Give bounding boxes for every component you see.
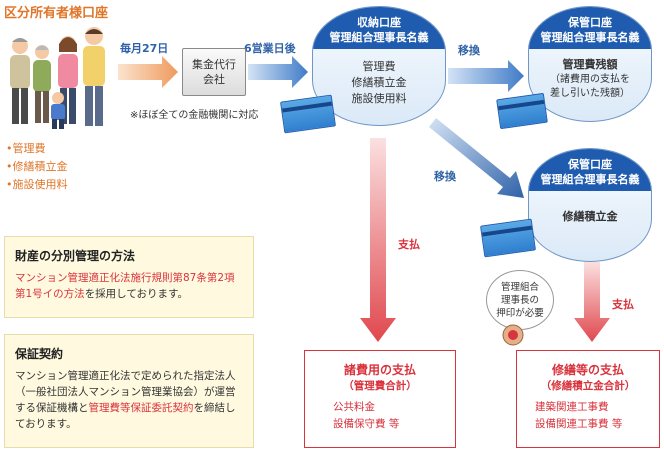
guarantee-head: マンション管理適正化法で定められた指定法人（一般社団法人マンション管理業協会）が… (15, 370, 236, 414)
owner-items-list: 管理費 修繕積立金 施設使用料 (6, 140, 68, 194)
repair-item: 設備関連工事費 等 (535, 418, 623, 430)
collection-account-subtitle: 管理組合理事長名義 (329, 31, 429, 44)
family-illustration (10, 27, 105, 129)
custody-account-1-note: （諸費用の支払を (550, 74, 630, 85)
seal-stamp-icon (502, 324, 524, 346)
custody-account-1-main: 管理費残額 (562, 58, 618, 71)
segregation-highlight: マンション管理適正化法施行規則第87条第2項第1号イの方法 (15, 272, 235, 300)
seal-required-bubble: 管理組合 理事長の 押印が必要 (486, 270, 554, 330)
segregation-tail: を採用しております。 (84, 288, 189, 300)
collection-account-items: 管理費 修繕積立金 施設使用料 (313, 49, 445, 107)
grandfather-figure (10, 38, 30, 124)
arrow-collection-to-custody2 (429, 118, 524, 198)
transfer-label-2: 移換 (434, 170, 456, 183)
segregation-title: 財産の分別管理の方法 (15, 249, 136, 263)
owner-item: 修繕積立金 (6, 158, 68, 176)
repair-payment-subtitle: （修繕積立金合計） (540, 380, 636, 392)
guarantee-tail: を締結しております。 (15, 402, 236, 430)
seal-required-text: 管理組合 理事長の 押印が必要 (496, 281, 544, 319)
pay-label-expense: 支払 (398, 238, 420, 251)
arrow-agent-to-collection (248, 56, 308, 88)
expense-payment-subtitle: （管理費合計） (343, 380, 417, 392)
agent-note: ※ほぼ全ての金融機関に対応 (130, 110, 259, 121)
guarantee-highlight: 管理費等保証委託契約 (88, 402, 194, 414)
expense-payment-title: 諸費用の支払 (343, 363, 416, 377)
custody-account-2-title: 保管口座 (568, 158, 612, 171)
monthly-label: 毎月27日 (120, 42, 169, 55)
transfer-label-1: 移換 (458, 44, 480, 57)
collection-item: 修繕積立金 (351, 76, 407, 89)
grandmother-figure (33, 45, 51, 123)
custody-account-1-body: 管理費残額 （諸費用の支払を 差し引いた残額） (529, 49, 651, 101)
segregation-text: マンション管理適正化法施行規則第87条第2項第1号イの方法を採用しております。 (15, 270, 245, 302)
expense-payment-items: 公共料金 設備保守費 等 (333, 399, 455, 433)
expense-payment-box: 諸費用の支払 （管理費合計） 公共料金 設備保守費 等 (304, 350, 456, 448)
owner-item: 管理費 (6, 140, 68, 158)
custody-account-2-main: 修繕積立金 (562, 210, 618, 223)
father-figure (83, 27, 105, 126)
collection-account-title: 収納口座 (357, 16, 401, 29)
arrow-collection-to-custody1 (448, 60, 524, 92)
custody-account-1-oval: 保管口座 管理組合理事長名義 管理費残額 （諸費用の支払を 差し引いた残額） (528, 6, 652, 122)
pay-label-repair: 支払 (612, 298, 634, 311)
collection-agent-box: 集金代行 会社 (182, 48, 246, 96)
owner-item: 施設使用料 (6, 176, 68, 194)
guarantee-info-box: 保証契約 マンション管理適正化法で定められた指定法人（一般社団法人マンション管理… (4, 334, 254, 448)
collection-item: 施設使用料 (351, 92, 407, 105)
repair-payment-box: 修繕等の支払 （修繕積立金合計） 建築関連工事費 設備関連工事費 等 (516, 350, 660, 448)
repair-item: 建築関連工事費 (535, 401, 609, 413)
expense-item: 設備保守費 等 (333, 418, 400, 430)
collection-agent-label: 集金代行 会社 (192, 58, 236, 86)
owner-account-title: 区分所有者様口座 (4, 6, 109, 21)
days-later-label: 6営業日後 (244, 42, 296, 55)
custody-account-2-subtitle: 管理組合理事長名義 (540, 173, 640, 186)
custody-account-2-oval: 保管口座 管理組合理事長名義 修繕積立金 (528, 148, 652, 262)
child-figure (51, 92, 65, 129)
custody-account-1-note: 差し引いた残額） (550, 88, 630, 99)
custody-account-1-subtitle: 管理組合理事長名義 (540, 31, 640, 44)
arrow-pay-expense (360, 138, 396, 342)
repair-payment-items: 建築関連工事費 設備関連工事費 等 (535, 399, 659, 433)
segregation-info-box: 財産の分別管理の方法 マンション管理適正化法施行規則第87条第2項第1号イの方法… (4, 236, 254, 318)
arrow-pay-repair (574, 262, 610, 342)
arrow-owner-to-agent (118, 56, 178, 88)
repair-payment-title: 修繕等の支払 (551, 363, 624, 377)
collection-item: 管理費 (362, 60, 396, 73)
guarantee-text: マンション管理適正化法で定められた指定法人（一般社団法人マンション管理業協会）が… (15, 368, 245, 432)
guarantee-title: 保証契約 (15, 347, 64, 361)
expense-item: 公共料金 (333, 401, 375, 413)
custody-account-1-title: 保管口座 (568, 16, 612, 29)
